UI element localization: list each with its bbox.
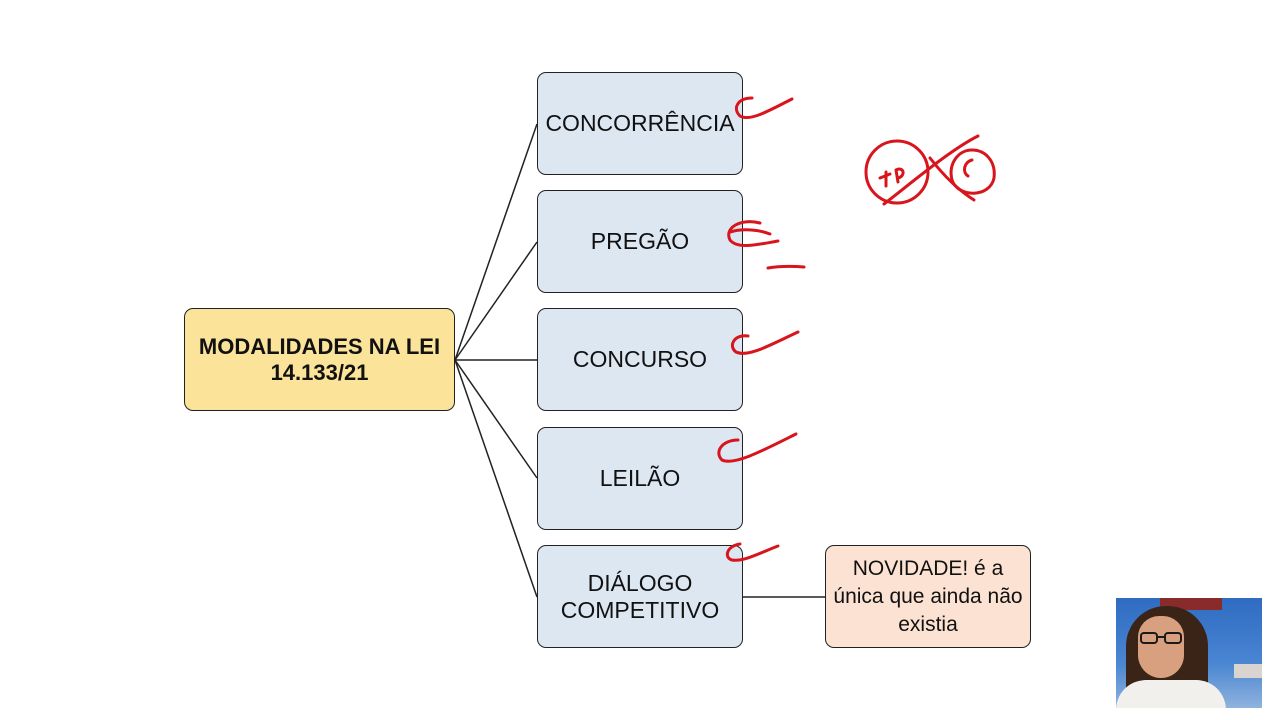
connector-dialogo xyxy=(454,359,538,598)
note-node-label: NOVIDADE! é a única que ainda não existi… xyxy=(833,556,1023,636)
note-node: NOVIDADE! é a única que ainda não existi… xyxy=(825,545,1031,648)
glasses-icon xyxy=(1140,632,1182,644)
ink-circle-pr xyxy=(864,139,930,205)
webcam-shelf xyxy=(1234,664,1262,678)
connector-leilao xyxy=(454,359,538,479)
check-mark-leilao xyxy=(717,432,798,463)
ink-text-pr xyxy=(878,167,905,188)
presenter-webcam xyxy=(1116,598,1262,708)
ink-circle-c xyxy=(949,148,996,195)
node-leilao: LEILÃO xyxy=(537,427,743,530)
node-pregao: PREGÃO xyxy=(537,190,743,293)
node-dialogo-competitivo-label: DIÁLOGO COMPETITIVO xyxy=(560,569,720,623)
node-concorrencia: CONCORRÊNCIA xyxy=(537,72,743,175)
node-dialogo-competitivo: DIÁLOGO COMPETITIVO xyxy=(537,545,743,648)
root-node-label: MODALIDADES NA LEI 14.133/21 xyxy=(198,333,441,385)
connector-concorrencia xyxy=(454,123,538,361)
dash-mark-pregao xyxy=(766,264,806,270)
check-mark-pregao xyxy=(727,220,780,248)
node-concurso: CONCURSO xyxy=(537,308,743,411)
check-mark-concurso xyxy=(731,330,800,355)
node-pregao-label: PREGÃO xyxy=(590,228,690,254)
check-mark-dialogo xyxy=(725,542,780,562)
ink-text-c xyxy=(963,158,974,178)
node-leilao-label: LEILÃO xyxy=(599,465,681,491)
node-concurso-label: CONCURSO xyxy=(572,346,708,372)
presenter-face xyxy=(1138,616,1184,678)
check-mark-concorrencia xyxy=(735,96,794,119)
connector-pregao xyxy=(454,241,538,361)
node-concorrencia-label: CONCORRÊNCIA xyxy=(545,110,735,136)
presenter-shirt xyxy=(1116,680,1226,708)
root-node: MODALIDADES NA LEI 14.133/21 xyxy=(184,308,455,411)
